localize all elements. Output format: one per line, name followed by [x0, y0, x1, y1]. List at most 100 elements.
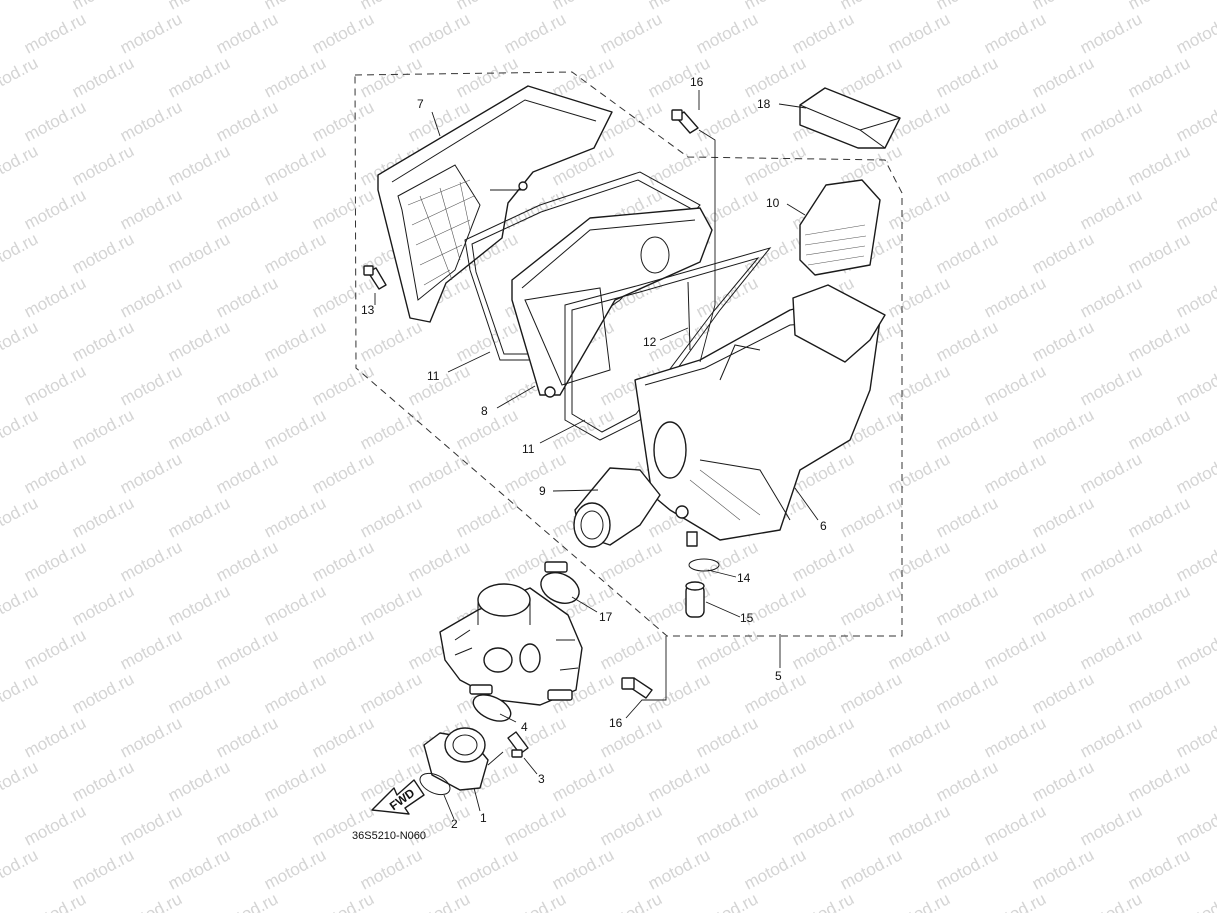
- callout-5: 5: [775, 669, 782, 683]
- watermark-text: motod.ru: [597, 9, 665, 57]
- watermark-text: motod.ru: [981, 449, 1049, 497]
- watermark-text: motod.ru: [693, 713, 761, 761]
- watermark-text: motod.ru: [117, 449, 185, 497]
- watermark-text: motod.ru: [933, 581, 1001, 629]
- intake-manifold-1: [423, 727, 489, 791]
- watermark-text: motod.ru: [357, 53, 425, 101]
- watermark-text: motod.ru: [933, 493, 1001, 541]
- watermark-text: motod.ru: [549, 53, 617, 101]
- watermark-text: motod.ru: [309, 713, 377, 761]
- watermark-text: motod.ru: [405, 537, 473, 585]
- watermark-text: motod.ru: [501, 801, 569, 849]
- watermark-text: motod.ru: [1077, 713, 1145, 761]
- watermark-text: motod.ru: [261, 845, 329, 893]
- watermark-text: motod.ru: [933, 757, 1001, 805]
- watermark-text: motod.ru: [885, 537, 953, 585]
- callout-11-upper: 11: [427, 369, 440, 383]
- watermark-text: motod.ru: [693, 97, 761, 145]
- watermark-text: motod.ru: [933, 229, 1001, 277]
- watermark-text: motod.ru: [21, 537, 89, 585]
- watermark-text: motod.ru: [501, 889, 569, 913]
- watermark-text: motod.ru: [1077, 449, 1145, 497]
- watermark-text: motod.ru: [885, 361, 953, 409]
- callout-15: 14: [737, 571, 751, 585]
- watermark-text: motod.ru: [1173, 449, 1217, 497]
- watermark-text: motod.ru: [741, 53, 809, 101]
- watermark-text: motod.ru: [501, 9, 569, 57]
- watermark-text: motod.ru: [165, 141, 233, 189]
- watermark-text: motod.ru: [357, 317, 425, 365]
- diagram-code: 36S5210-N060: [352, 830, 426, 842]
- watermark-text: motod.ru: [117, 97, 185, 145]
- bolt-16-upper: [671, 109, 699, 134]
- watermark-text: motod.ru: [21, 97, 89, 145]
- watermark-text: motod.ru: [309, 801, 377, 849]
- watermark-text: motod.ru: [1173, 801, 1217, 849]
- callout-11-lower: 11: [522, 442, 535, 456]
- callout-17: 17: [599, 610, 613, 624]
- watermark-text: motod.ru: [885, 889, 953, 913]
- watermark-text: motod.ru: [69, 581, 137, 629]
- watermark-text: motod.ru: [165, 669, 233, 717]
- watermark-text: motod.ru: [981, 185, 1049, 233]
- watermark-text: motod.ru: [693, 889, 761, 913]
- intake-duct-10: [792, 179, 886, 363]
- watermark-text: motod.ru: [213, 625, 281, 673]
- watermark-text: motod.ru: [1173, 185, 1217, 233]
- callout-16-lower: 16: [609, 716, 623, 730]
- watermark-text: motod.ru: [645, 669, 713, 717]
- watermark-text: motod.ru: [69, 141, 137, 189]
- watermark-text: motod.ru: [933, 53, 1001, 101]
- watermark-text: motod.ru: [405, 9, 473, 57]
- callout-18: 18: [757, 97, 771, 111]
- watermark-text: motod.ru: [309, 889, 377, 913]
- watermark-text: motod.ru: [357, 581, 425, 629]
- watermark-text: motod.ru: [261, 669, 329, 717]
- watermark-text: motod.ru: [213, 449, 281, 497]
- bolt-16-lower: [621, 677, 653, 699]
- watermark-text: motod.ru: [21, 889, 89, 913]
- watermark-text: motod.ru: [21, 449, 89, 497]
- watermark-text: motod.ru: [981, 625, 1049, 673]
- watermark-text: motod.ru: [309, 185, 377, 233]
- watermark-text: motod.ru: [453, 53, 521, 101]
- watermark-text: motod.ru: [21, 801, 89, 849]
- callouts: 7 16 18 10 13 12 11 8 11 9 6 14 17 15 5 …: [361, 75, 827, 831]
- watermark-text: motod.ru: [117, 889, 185, 913]
- watermark-text: motod.ru: [309, 9, 377, 57]
- watermark-text: motod.ru: [1125, 669, 1193, 717]
- drain-plug-14: [685, 581, 705, 618]
- watermark-text: motod.ru: [213, 361, 281, 409]
- watermark-text: motod.ru: [789, 537, 857, 585]
- carburetor: [439, 583, 583, 706]
- screw-3: [507, 731, 529, 758]
- watermark-text: motod.ru: [69, 845, 137, 893]
- callout-9: 9: [539, 484, 546, 498]
- watermark-text: motod.ru: [309, 537, 377, 585]
- watermark-text: motod.ru: [69, 317, 137, 365]
- watermark-text: motod.ru: [1077, 801, 1145, 849]
- callout-12: 12: [643, 335, 657, 349]
- callout-10: 10: [766, 196, 780, 210]
- drain-15: [686, 531, 720, 572]
- watermark-text: motod.ru: [693, 625, 761, 673]
- watermark-text: motod.ru: [837, 53, 905, 101]
- watermark-text: motod.ru: [1077, 185, 1145, 233]
- watermark-text: motod.ru: [0, 493, 41, 541]
- watermark-text: motod.ru: [933, 141, 1001, 189]
- watermark-text: motod.ru: [501, 449, 569, 497]
- watermark-text: motod.ru: [1125, 317, 1193, 365]
- leader-lines: [374, 90, 819, 820]
- filter-case-cover: [377, 85, 613, 323]
- watermark-text: motod.ru: [981, 361, 1049, 409]
- callout-14: 15: [740, 611, 754, 625]
- watermark-text: motod.ru: [789, 801, 857, 849]
- watermark-text: motod.ru: [1173, 537, 1217, 585]
- watermark-text: motod.ru: [741, 141, 809, 189]
- watermark-text: motod.ru: [69, 405, 137, 453]
- watermark-text: motod.ru: [165, 581, 233, 629]
- watermark-text: motod.ru: [549, 757, 617, 805]
- watermark-text: motod.ru: [117, 9, 185, 57]
- watermark-text: motod.ru: [261, 581, 329, 629]
